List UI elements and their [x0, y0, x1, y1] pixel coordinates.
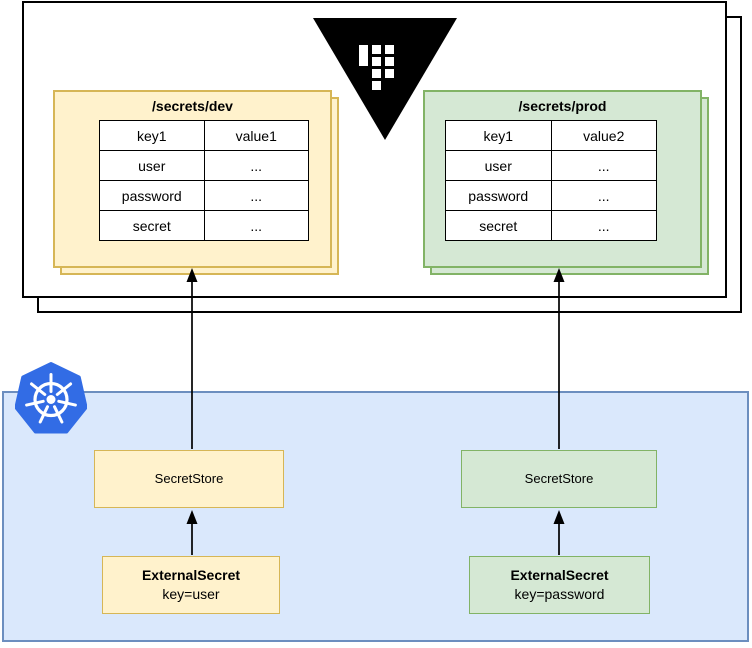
table-row: user ...: [445, 150, 657, 181]
vault-icon: [313, 18, 457, 140]
secrets-prod-title: /secrets/prod: [518, 98, 607, 114]
table-row: user ...: [99, 150, 309, 181]
table-cell: key1: [99, 120, 205, 151]
table-cell: key1: [445, 120, 552, 151]
kubernetes-icon: [15, 362, 87, 434]
table-row: secret ...: [445, 210, 657, 241]
table-cell: ...: [203, 210, 309, 241]
external-secret-dev-title: ExternalSecret: [141, 567, 241, 584]
secret-store-dev-node: SecretStore: [94, 450, 284, 508]
table-row: secret ...: [99, 210, 309, 241]
secrets-dev-title: /secrets/dev: [152, 98, 233, 114]
table-cell: ...: [203, 150, 309, 181]
table-row: password ...: [445, 180, 657, 211]
secrets-dev-panel: /secrets/dev key1 value1 user ... passwo…: [53, 90, 332, 268]
table-row: key1 value1: [99, 120, 309, 151]
table-cell: ...: [550, 150, 657, 181]
secrets-dev-table: key1 value1 user ... password ... secret…: [99, 120, 309, 241]
secret-store-dev-label: SecretStore: [154, 471, 224, 487]
table-cell: secret: [99, 210, 205, 241]
external-secret-prod-key: key=password: [514, 586, 605, 602]
secrets-prod-table: key1 value2 user ... password ... secret…: [445, 120, 657, 241]
table-cell: user: [445, 150, 552, 181]
table-cell: ...: [203, 180, 309, 211]
external-secret-dev-node: ExternalSecret key=user: [102, 556, 280, 614]
secret-store-prod-label: SecretStore: [524, 471, 594, 487]
secret-store-prod-node: SecretStore: [461, 450, 657, 508]
external-secret-prod-title: ExternalSecret: [510, 567, 609, 584]
table-row: key1 value2: [445, 120, 657, 151]
table-cell: value1: [203, 120, 309, 151]
table-cell: value2: [550, 120, 657, 151]
table-cell: password: [445, 180, 552, 211]
table-cell: ...: [550, 180, 657, 211]
table-cell: secret: [445, 210, 552, 241]
external-secret-prod-node: ExternalSecret key=password: [469, 556, 650, 614]
table-row: password ...: [99, 180, 309, 211]
secrets-prod-panel: /secrets/prod key1 value2 user ... passw…: [423, 90, 702, 268]
table-cell: password: [99, 180, 205, 211]
external-secret-dev-key: key=user: [162, 586, 220, 602]
table-cell: ...: [550, 210, 657, 241]
table-cell: user: [99, 150, 205, 181]
